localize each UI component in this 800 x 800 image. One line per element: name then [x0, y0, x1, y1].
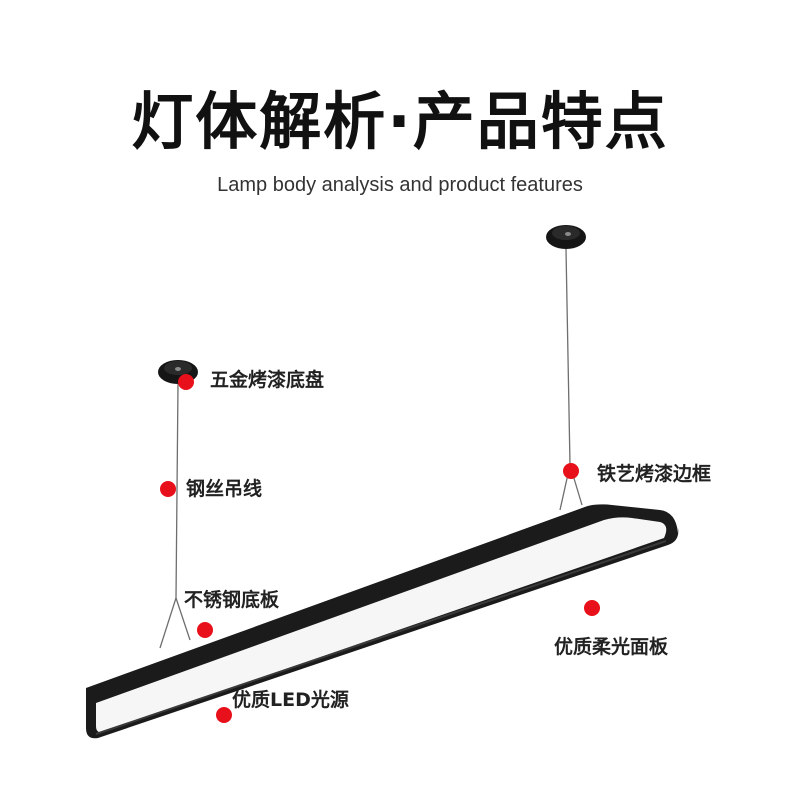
callout-label-led-source: 优质LED光源: [232, 689, 349, 711]
callout-label-wire: 钢丝吊线: [186, 478, 263, 500]
callout-dot-soft-panel: [584, 600, 600, 616]
callout-label-base-plate: 不锈钢底板: [184, 589, 280, 611]
page-title: 灯体解析·产品特点: [131, 85, 669, 158]
right-ceiling-canopy: [546, 225, 586, 249]
callout-label-chassis: 五金烤漆底盘: [210, 369, 325, 391]
callout-dot-led-source: [216, 707, 232, 723]
page-subtitle: Lamp body analysis and product features: [217, 174, 583, 196]
callout-dot-chassis: [178, 374, 194, 390]
callout-label-frame: 铁艺烤漆边框: [597, 463, 712, 485]
callout-dot-wire: [160, 481, 176, 497]
callout-label-soft-panel: 优质柔光面板: [554, 636, 669, 658]
callout-dot-base-plate: [197, 622, 213, 638]
callout-dot-frame: [563, 463, 579, 479]
lamp-body: [86, 504, 679, 739]
